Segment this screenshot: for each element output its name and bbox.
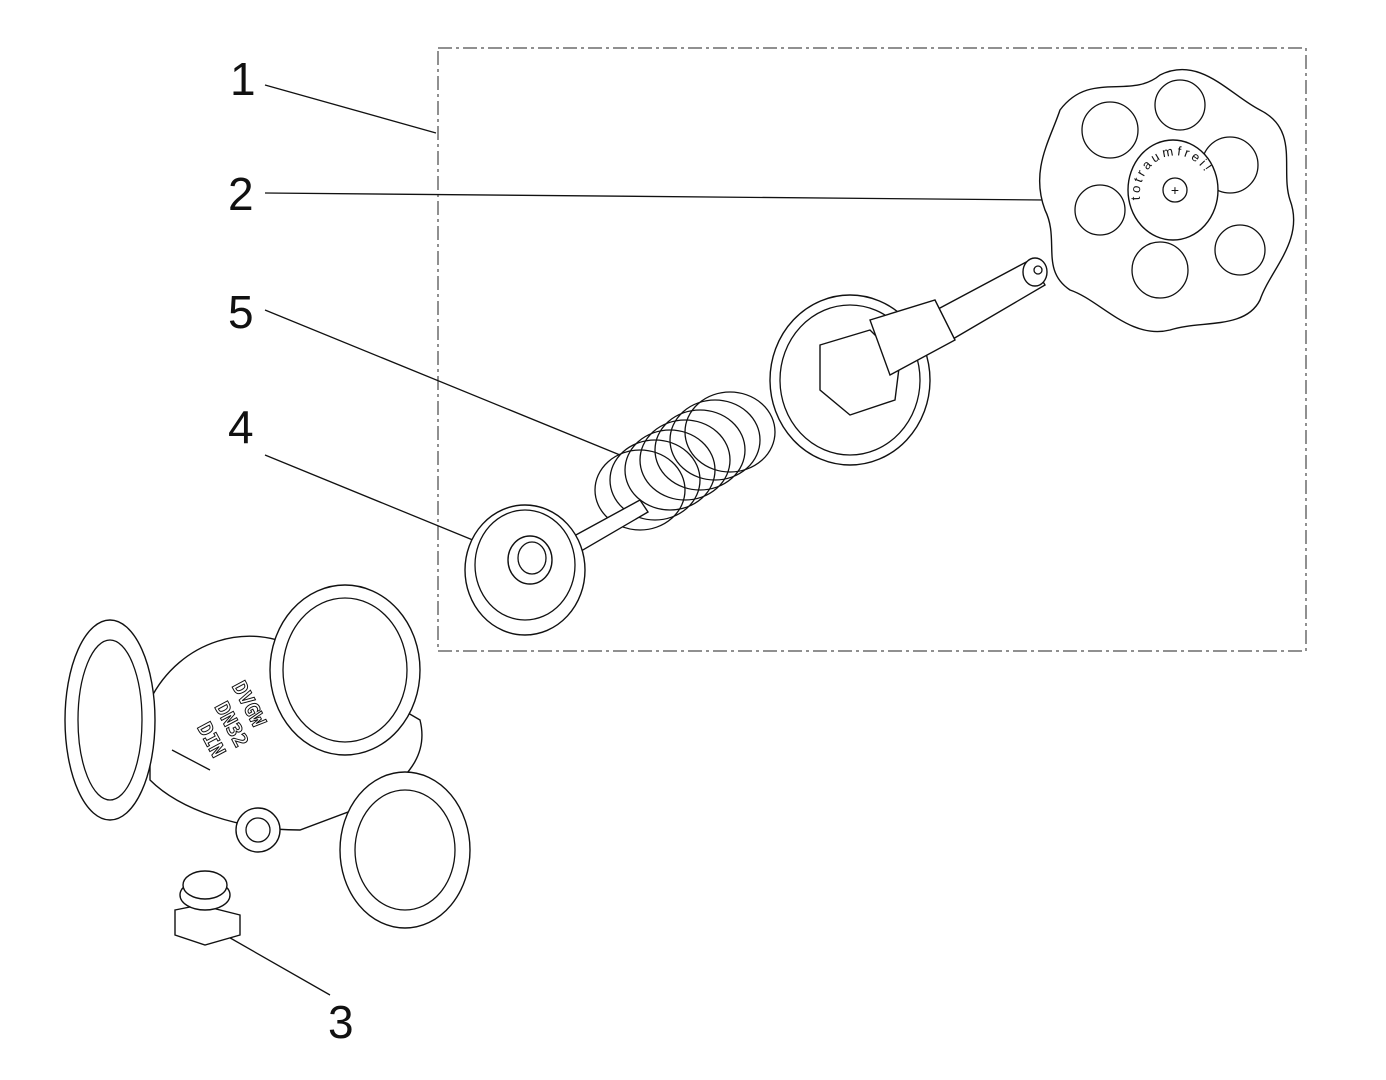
- spindle-bonnet: [769, 257, 1048, 466]
- leader-line-4: [264, 454, 486, 546]
- union-nut-left: [64, 619, 156, 821]
- drain-port: [235, 807, 281, 853]
- flow-arrow-icon: [171, 749, 211, 771]
- plus-icon: +: [1171, 182, 1179, 198]
- callout-3: 3: [328, 996, 354, 1048]
- handwheel-center-cap: [1127, 139, 1219, 241]
- leader-line-2: [264, 192, 1046, 201]
- callout-4: 4: [228, 401, 254, 453]
- handwheel: + totraumfrei!: [1038, 68, 1295, 333]
- callout-1: 1: [230, 53, 256, 105]
- assembly-group-frame: [437, 47, 1307, 652]
- leader-line-1: [264, 84, 437, 134]
- body-port-top: [269, 584, 421, 756]
- valve-body: DVGW DN32 DIN: [64, 584, 471, 929]
- leader-line-3: [224, 934, 331, 996]
- spring: [594, 391, 776, 531]
- union-nut-right: [339, 771, 471, 929]
- plug: [174, 870, 241, 946]
- leader-line-5: [264, 309, 621, 456]
- callout-2: 2: [228, 168, 254, 220]
- valve-disc: [464, 499, 649, 636]
- callout-5: 5: [228, 286, 254, 338]
